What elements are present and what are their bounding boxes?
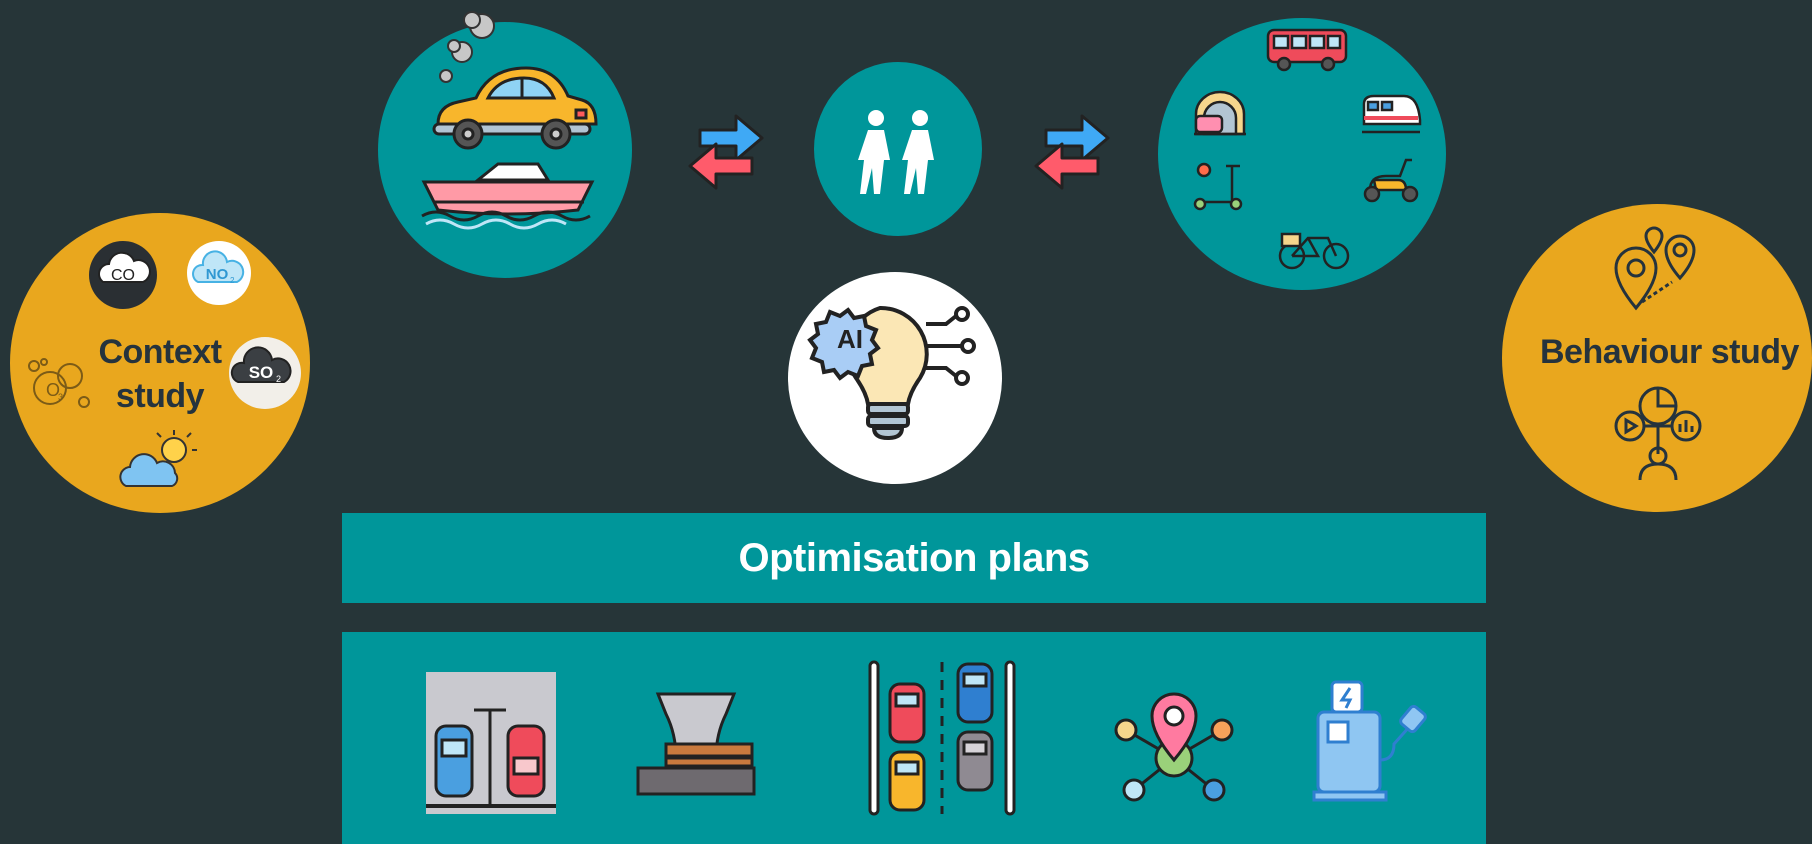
electric-scooter-icon bbox=[1193, 162, 1243, 211]
private-transport-circle bbox=[378, 22, 632, 278]
bicycle-icon bbox=[1278, 232, 1350, 270]
o3-label: O bbox=[46, 380, 60, 400]
context-study-title: Context study bbox=[96, 330, 224, 418]
o3-subscript: 3 bbox=[58, 392, 63, 402]
metro-tunnel-icon bbox=[1194, 90, 1246, 136]
boat-icon bbox=[421, 162, 595, 230]
ev-charging-station-icon bbox=[1312, 680, 1427, 802]
traffic-lanes-icon bbox=[868, 660, 1016, 816]
swap-arrows-left-icon bbox=[688, 114, 764, 190]
no2-label: NO bbox=[206, 266, 229, 283]
walking-circle bbox=[814, 62, 982, 236]
no2-cloud-icon: NO 2 bbox=[187, 241, 251, 305]
behaviour-study-circle bbox=[1502, 204, 1812, 512]
parking-spots-icon bbox=[426, 672, 556, 814]
so2-cloud-icon: SO 2 bbox=[229, 337, 301, 409]
bus-icon bbox=[1266, 28, 1348, 72]
co-label: CO bbox=[111, 267, 135, 284]
tram-icon bbox=[1362, 94, 1422, 134]
barrier-bollard-icon bbox=[636, 692, 756, 796]
optimisation-plans-banner: Optimisation plans bbox=[342, 513, 1486, 603]
car-icon bbox=[432, 66, 598, 150]
so2-subscript: 2 bbox=[276, 374, 281, 384]
ozone-bubbles-icon: O 3 bbox=[28, 358, 90, 408]
context-title-line1: Context bbox=[98, 333, 222, 371]
co-cloud-icon: CO bbox=[89, 241, 157, 309]
exhaust-smoke-icon bbox=[439, 11, 495, 83]
location-network-icon bbox=[1114, 692, 1234, 802]
context-title-line2: study bbox=[115, 377, 205, 415]
behaviour-study-title: Behaviour study bbox=[1540, 333, 1799, 371]
analytics-person-icon bbox=[1614, 386, 1702, 481]
ai-lightbulb-icon: AI bbox=[807, 305, 976, 441]
location-pins-icon bbox=[1614, 226, 1696, 311]
swap-arrows-right-icon bbox=[1034, 114, 1110, 190]
moped-icon bbox=[1363, 158, 1419, 203]
weather-cloud-sun-icon bbox=[119, 430, 197, 487]
ai-label: AI bbox=[837, 324, 863, 354]
so2-label: SO bbox=[249, 363, 274, 382]
optimisation-plans-title: Optimisation plans bbox=[738, 535, 1090, 580]
no2-subscript: 2 bbox=[230, 276, 235, 285]
walking-people-icon bbox=[858, 110, 934, 194]
